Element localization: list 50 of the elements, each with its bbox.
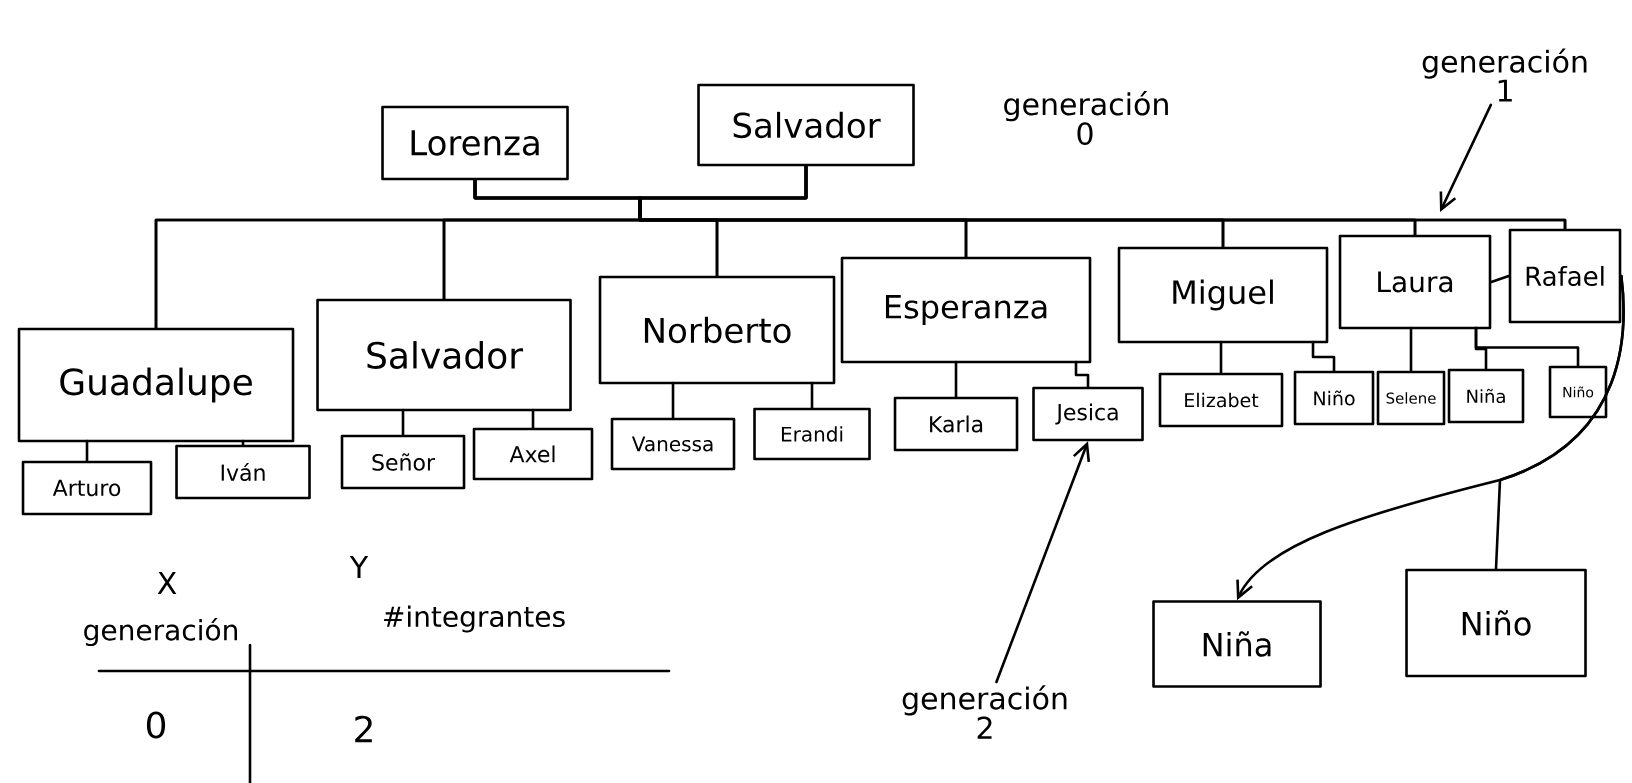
- handwritten-note: generación 0: [1004, 91, 1168, 145]
- name-box: Señor: [340, 434, 466, 490]
- table-header: generación: [84, 617, 237, 647]
- name-box: Iván: [175, 444, 311, 500]
- connector-line: [1074, 360, 1090, 388]
- name-box: Niña: [1152, 600, 1322, 688]
- name-box: Lorenza: [381, 105, 569, 181]
- name-box: Karla: [893, 396, 1019, 452]
- handwritten-note: generación 1: [1422, 48, 1587, 102]
- name-box: Elizabet: [1158, 372, 1284, 428]
- name-box: Niño: [1405, 568, 1587, 678]
- name-box: Selene: [1376, 370, 1446, 426]
- name-box: Rafael: [1508, 228, 1622, 324]
- connector-line: [1494, 274, 1625, 570]
- handwritten-note: generación 2: [902, 685, 1067, 739]
- name-box: Niño: [1548, 365, 1608, 419]
- connector-line: [810, 381, 814, 409]
- name-box: Norberto: [598, 275, 836, 385]
- name-box: Niña: [1447, 368, 1525, 424]
- name-box: Axel: [472, 427, 594, 481]
- connector-line: [401, 408, 405, 436]
- name-box: Niño: [1293, 370, 1375, 426]
- table-cell: 2: [355, 715, 372, 743]
- connector-line: [85, 439, 89, 462]
- table-header: #integrantes: [384, 605, 565, 633]
- connector-line: [1474, 326, 1580, 367]
- connector-line: [671, 381, 675, 419]
- name-box: Salvador: [697, 83, 915, 167]
- name-box: Laura: [1338, 234, 1492, 330]
- name-box: Jesica: [1032, 386, 1144, 442]
- name-box: Esperanza: [840, 256, 1092, 364]
- table-cell: 0: [146, 711, 166, 739]
- connector-line: [1490, 274, 1510, 284]
- name-box: Salvador: [316, 298, 572, 412]
- connector-line: [1311, 340, 1336, 372]
- connector-line: [638, 165, 1567, 230]
- name-box: Arturo: [21, 460, 153, 516]
- connector-line: [531, 408, 535, 429]
- table-header: Y: [349, 556, 369, 578]
- connector-line: [1219, 340, 1223, 374]
- connector-line: [954, 360, 958, 398]
- name-box: Guadalupe: [17, 327, 295, 443]
- name-box: Erandi: [753, 407, 871, 461]
- table-header: X: [157, 572, 177, 594]
- arrow: [995, 441, 1091, 684]
- connector-line: [1409, 326, 1413, 372]
- connector-line: [241, 439, 245, 446]
- arrow: [1439, 103, 1493, 212]
- name-box: Miguel: [1117, 246, 1329, 344]
- name-box: Vanessa: [610, 417, 736, 471]
